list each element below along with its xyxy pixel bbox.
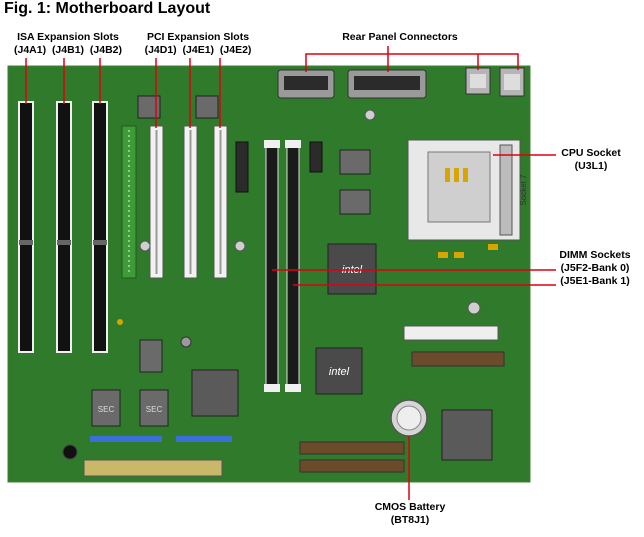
dimm-socket-j5f2 [265,142,279,390]
dimm-socket-j5f2-latch-top [264,140,280,148]
cmos-battery-label: CMOS Battery (BT8J1) [370,501,450,527]
isa-id-j4b2: (J4B2) [89,44,122,56]
pci-slots-title: PCI Expansion Slots [146,31,250,43]
isa-slot-j4b1 [56,101,72,353]
jumper-block-4 [454,252,464,258]
cache-chip [339,189,371,215]
pci-slot-ids: (J4D1) (J4E1) (J4E2) [138,44,258,57]
cpu-socket-id: (U3L1) [574,160,608,172]
pci-slots [149,125,228,279]
southbridge-logo: intel [329,366,350,378]
capacitor-6 [117,319,123,325]
sec-chip-b-text: SEC [146,405,163,414]
rear-panel-label: Rear Panel Connectors [342,31,458,43]
dimm-sockets-label: DIMM Sockets (J5F2-Bank 0) (J5E1-Bank 1) [550,249,640,288]
dimm-socket-j5f2-latch-bottom [264,384,280,392]
capacitor-5 [467,301,481,315]
isa-id-j4b1: (J4B1) [51,44,85,56]
capacitors [117,109,481,348]
isa-slot-j4b2 [92,101,108,353]
dimm-sockets-title: DIMM Sockets [559,249,631,261]
pci-slots-label: PCI Expansion Slots (J4D1) (J4E1) (J4E2) [138,31,258,57]
isa-slots-title: ISA Expansion Slots [17,31,119,43]
capacitor-3 [364,109,376,121]
isa-slots-label: ISA Expansion Slots (J4A1) (J4B1) (J4B2) [8,31,128,57]
cmos-battery-id: (BT8J1) [390,514,430,526]
jumper-block-5 [488,244,498,250]
pci-id-j4d1: (J4D1) [144,44,177,56]
io-controller-chip [191,369,239,417]
serial-port-pins [284,76,328,90]
cpu-socket-marking: Socket 7 [519,174,528,206]
isa-slot-ids: (J4A1) (J4B1) (J4B2) [8,44,128,57]
dimm-bank0-id: (J5F2-Bank 0) [560,262,630,274]
dip-chip-1 [235,141,249,193]
capacitor-2 [234,240,246,252]
cpu-cap-1 [445,168,450,182]
dimm-socket-j5e1-latch-bottom [285,384,301,392]
speaker [62,444,78,460]
pci-id-j4e2: (J4E2) [219,44,252,56]
dimm-sockets [264,140,301,392]
callout-lines [25,46,556,500]
ide-header-secondary-2 [299,459,405,473]
southbridge-chip [315,347,363,395]
sec-chip-a [91,389,121,427]
clock-chip [339,149,371,175]
cpu-cap-2 [454,168,459,182]
cmos-battery-inner [396,405,422,431]
ide-floppy-headers [83,325,505,477]
power-connector-area [83,459,223,477]
usb-connector-inner [470,74,486,88]
jumper-block-2 [176,436,232,442]
isa-id-j4a1: (J4A1) [13,44,47,56]
cpu-socket-label: CPU Socket (U3L1) [556,147,626,173]
cpu-socket-title: CPU Socket [561,147,621,159]
dimm-socket-j5e1 [286,142,300,390]
isa-slot-j4b2-key [93,240,107,245]
small-chip-3 [195,95,219,119]
pcb-edge-highlight [7,65,531,483]
jumper-block-3 [438,252,448,258]
ide-header-primary [411,351,505,367]
capacitor-4 [180,336,192,348]
ide-header-secondary-1 [299,441,405,455]
small-chip-2 [137,95,161,119]
cpu-cap-3 [463,168,468,182]
parallel-port-pins [354,76,420,90]
dimm-bank1-id: (J5E1-Bank 1) [560,275,630,287]
sec-chip-a-text: SEC [98,405,115,414]
jumper-block-1 [90,436,162,442]
figure-title: Fig. 1: Motherboard Layout [4,0,211,17]
cmos-battery-title: CMOS Battery [374,501,446,513]
rear-panel-connectors [277,67,525,99]
cmos-battery [390,399,428,437]
floppy-header [403,325,499,341]
isa-slots [18,101,108,353]
dimm-socket-j5e1-latch-top [285,140,301,148]
cpu-socket-lever [499,144,513,236]
isa-slot-j4b1-key [57,240,71,245]
jumper-blocks [90,244,498,442]
capacitor-1 [139,240,151,252]
isa-slot-j4a1-key [19,240,33,245]
small-chip-1 [139,339,163,373]
sec-chip-b [139,389,169,427]
cpu-socket-center [427,151,491,223]
dip-chip-2 [309,141,323,173]
pci-id-j4e1: (J4E1) [182,44,215,56]
keyboard-connector-inner [504,74,520,90]
callout-line-rear-panel [305,53,519,72]
bios-chip [441,409,493,461]
cpu-socket: Socket 7 [407,139,528,241]
isa-slot-j4a1 [18,101,34,353]
